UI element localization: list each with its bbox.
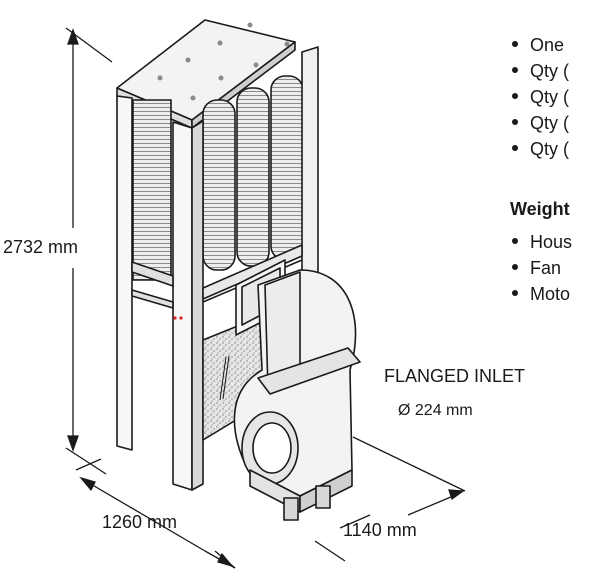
weight-item: Moto [512,281,572,307]
bullet-icon [512,93,518,100]
height-dimension-line [65,27,113,475]
collector-housing [116,19,361,521]
spec-item: Qty ( [512,110,569,136]
bullet-icon [512,67,518,74]
weight-heading: Weight [510,199,570,219]
bullet-icon [512,290,518,297]
height-dimension-label: 2732 mm [3,237,79,257]
inlet-diameter-label: Ø 224 mm [398,402,473,419]
bullet-icon [512,41,518,48]
spec-list: One Qty ( Qty ( Qty ( Qty ( [512,32,569,162]
leg-front-left [172,121,193,491]
weight-item: Fan [512,255,572,281]
spec-item: One [512,32,569,58]
filter-cartridges [202,75,304,271]
bullet-icon [512,145,518,152]
width-dimension-label: 1260 mm [102,512,178,532]
bullet-icon [512,119,518,126]
leg-back-left [116,95,133,451]
depth-dimension-label: 1140 mm [343,520,417,540]
marker-dot [173,316,177,320]
flanged-inlet-label: FLANGED INLET [384,366,526,386]
spec-item: Qty ( [512,84,569,110]
bullet-icon [512,264,518,271]
weight-list: Hous Fan Moto [512,229,572,307]
outlet-flange [257,347,361,395]
width-dimension-line [75,458,236,569]
spec-item: Qty ( [512,136,569,162]
bullet-icon [512,238,518,245]
spec-item: Qty ( [512,58,569,84]
depth-dimension-line [314,436,466,562]
weight-item: Hous [512,229,572,255]
marker-dot [179,316,183,320]
